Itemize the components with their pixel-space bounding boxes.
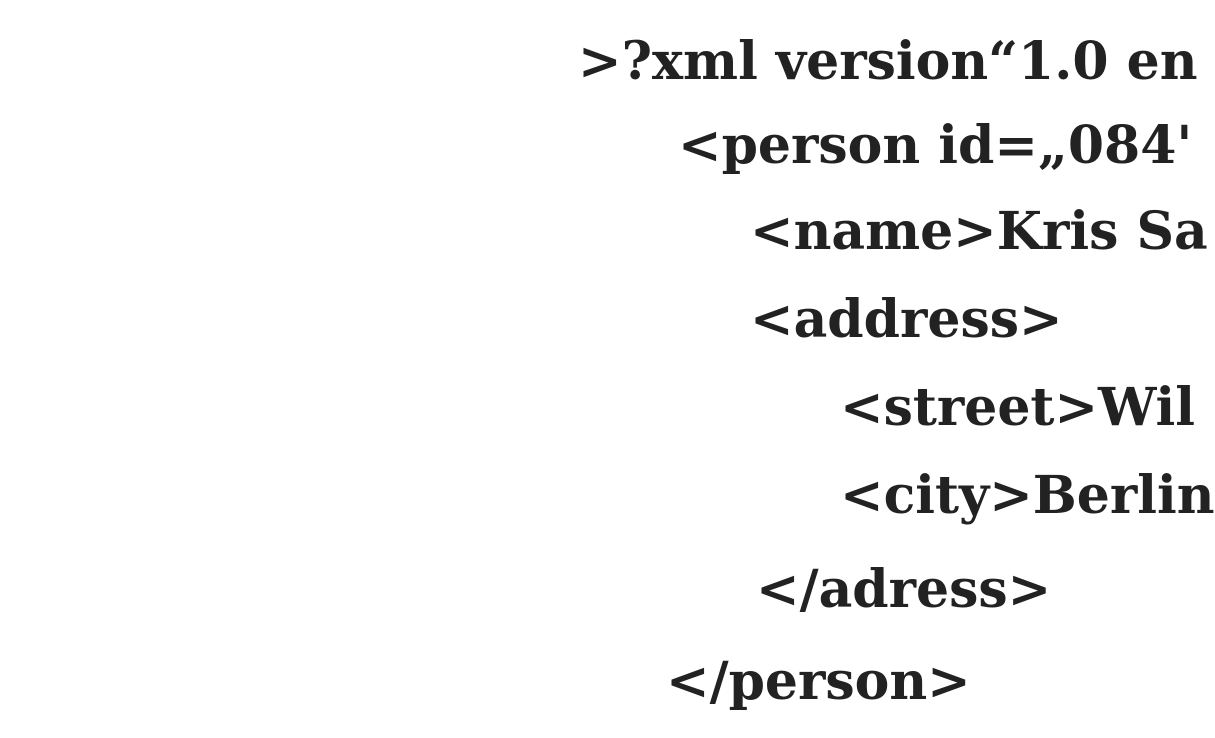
street-element-line: <street>Wil bbox=[840, 377, 1196, 438]
person-open-tag-line: <person id=„084' bbox=[678, 115, 1193, 176]
city-element-line: <city>Berlin bbox=[840, 465, 1215, 526]
person-close-tag-line: </person> bbox=[666, 651, 971, 712]
xml-declaration-line: >?xml version“1.0 en bbox=[578, 31, 1198, 92]
address-close-tag-line: </adress> bbox=[756, 559, 1052, 620]
name-element-line: <name>Kris Sa bbox=[750, 201, 1208, 262]
code-viewport: >?xml version“1.0 en <person id=„084' <n… bbox=[578, 32, 1215, 712]
address-open-tag-line: <address> bbox=[750, 289, 1063, 350]
